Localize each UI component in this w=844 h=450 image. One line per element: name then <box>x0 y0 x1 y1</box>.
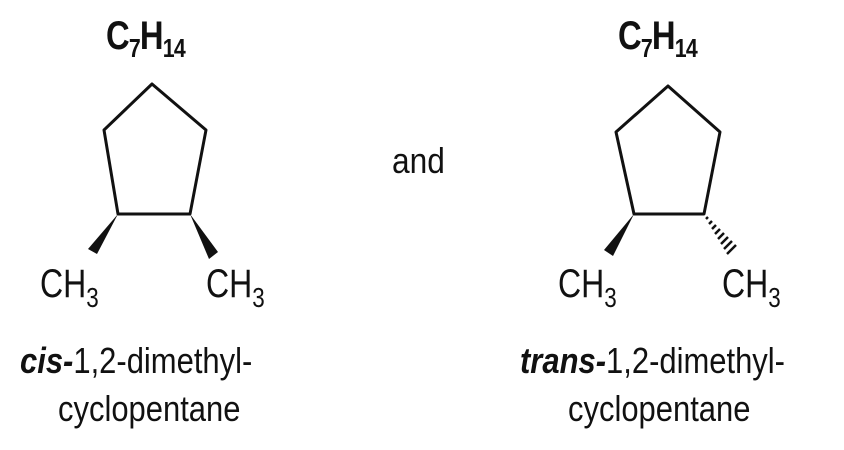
stereo-prefix-trans: trans- <box>520 340 607 381</box>
cis-molecule: C7H14 CH3 CH3 cis-1,2-dimethyl- cyclopen… <box>0 0 420 450</box>
wedge-bond-left <box>88 214 118 254</box>
stereo-prefix-cis: cis- <box>20 340 74 381</box>
compound-name-line2: cyclopentane <box>58 388 241 429</box>
molecular-formula: C7H14 <box>618 14 698 63</box>
cyclopentane-ring <box>88 82 218 259</box>
cyclopentane-ring <box>604 84 737 256</box>
ring-bonds <box>102 82 208 216</box>
methyl-group-left: CH3 <box>40 262 99 313</box>
molecular-formula: C7H14 <box>106 14 186 63</box>
compound-name-line1: cis-1,2-dimethyl- <box>20 340 253 381</box>
trans-molecule: C7H14 CH3 CH3 trans-1,2-dimethyl- cyclop… <box>420 0 844 450</box>
methyl-group-left: CH3 <box>558 262 617 313</box>
ring-bonds <box>614 84 722 216</box>
methyl-group-right: CH3 <box>206 262 265 313</box>
methyl-group-right: CH3 <box>722 262 781 313</box>
wedge-bond-right <box>190 214 218 259</box>
compound-name-line2: cyclopentane <box>568 388 751 429</box>
compound-name-line1: trans-1,2-dimethyl- <box>520 340 785 381</box>
wedge-bond-left <box>604 214 634 256</box>
conjunction-text: and <box>392 140 445 181</box>
hashed-bond-right <box>705 216 737 255</box>
